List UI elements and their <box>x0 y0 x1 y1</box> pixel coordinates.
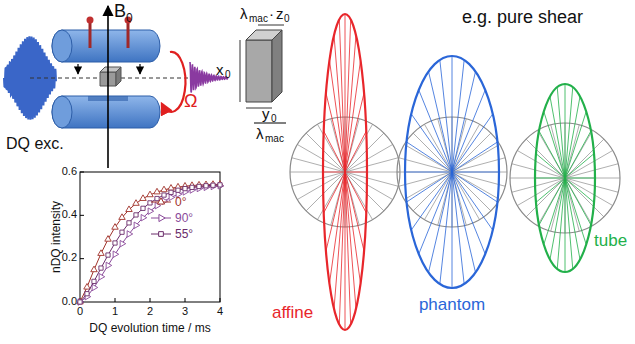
tick-label: 0.4 <box>62 209 77 220</box>
figure-label: z <box>276 6 284 21</box>
figure-label: λ <box>256 126 264 141</box>
buildup-chart <box>77 172 224 305</box>
figure-label: e.g. pure shear <box>462 8 583 26</box>
axis-title: DQ evolution time / ms <box>89 322 210 334</box>
magnet-lower <box>52 96 160 128</box>
fid-signal <box>190 62 228 93</box>
field-arrow <box>107 6 109 168</box>
legend-entry: 90° <box>150 212 193 224</box>
figure-label: λ <box>240 6 248 21</box>
tick-label: 0 <box>77 306 83 317</box>
legend-text: 0° <box>175 196 186 208</box>
figure-label: Ω <box>184 92 197 110</box>
tick-label: 0.0 <box>62 296 77 307</box>
tick-label: 2 <box>147 306 153 317</box>
legend-text: 90° <box>175 212 193 224</box>
force-arrow <box>139 64 140 74</box>
model-label: tube <box>594 232 627 249</box>
figure-label: B <box>114 2 126 20</box>
model-label: phantom <box>419 296 485 313</box>
figure-label: 0 <box>271 114 277 124</box>
tick-label: 0.6 <box>62 166 77 177</box>
legend-entry: 0° <box>150 196 186 208</box>
tick-label: 1 <box>112 306 118 317</box>
force-arrow <box>77 64 78 74</box>
screws <box>87 17 132 49</box>
axis-title: nDQ intensity <box>50 201 62 273</box>
magnet-upper <box>52 30 160 62</box>
figure-label: 0 <box>126 12 133 24</box>
figure-label: 0 <box>284 14 290 24</box>
deformation-panels <box>290 14 620 330</box>
figure-label: DQ exc. <box>6 136 64 152</box>
tick-label: 4 <box>217 306 223 317</box>
figure-label: mac <box>249 14 268 24</box>
figure-label: mac <box>265 134 284 144</box>
figure-label: 0 <box>225 70 231 80</box>
legend-sample <box>150 196 172 208</box>
legend-text: 55° <box>175 228 193 240</box>
figure-label: · <box>269 6 274 21</box>
rotation-arrow <box>162 52 185 112</box>
sample-cube <box>100 67 121 86</box>
figure-label: x <box>216 62 224 77</box>
model-label: affine <box>272 304 313 321</box>
tick-label: 0.2 <box>62 252 77 263</box>
legend-entry: 55° <box>150 228 193 240</box>
sample-block <box>240 25 286 123</box>
figure-label: y <box>262 106 270 121</box>
legend-sample <box>150 228 172 240</box>
tick-label: 3 <box>182 306 188 317</box>
legend-sample <box>150 212 172 224</box>
